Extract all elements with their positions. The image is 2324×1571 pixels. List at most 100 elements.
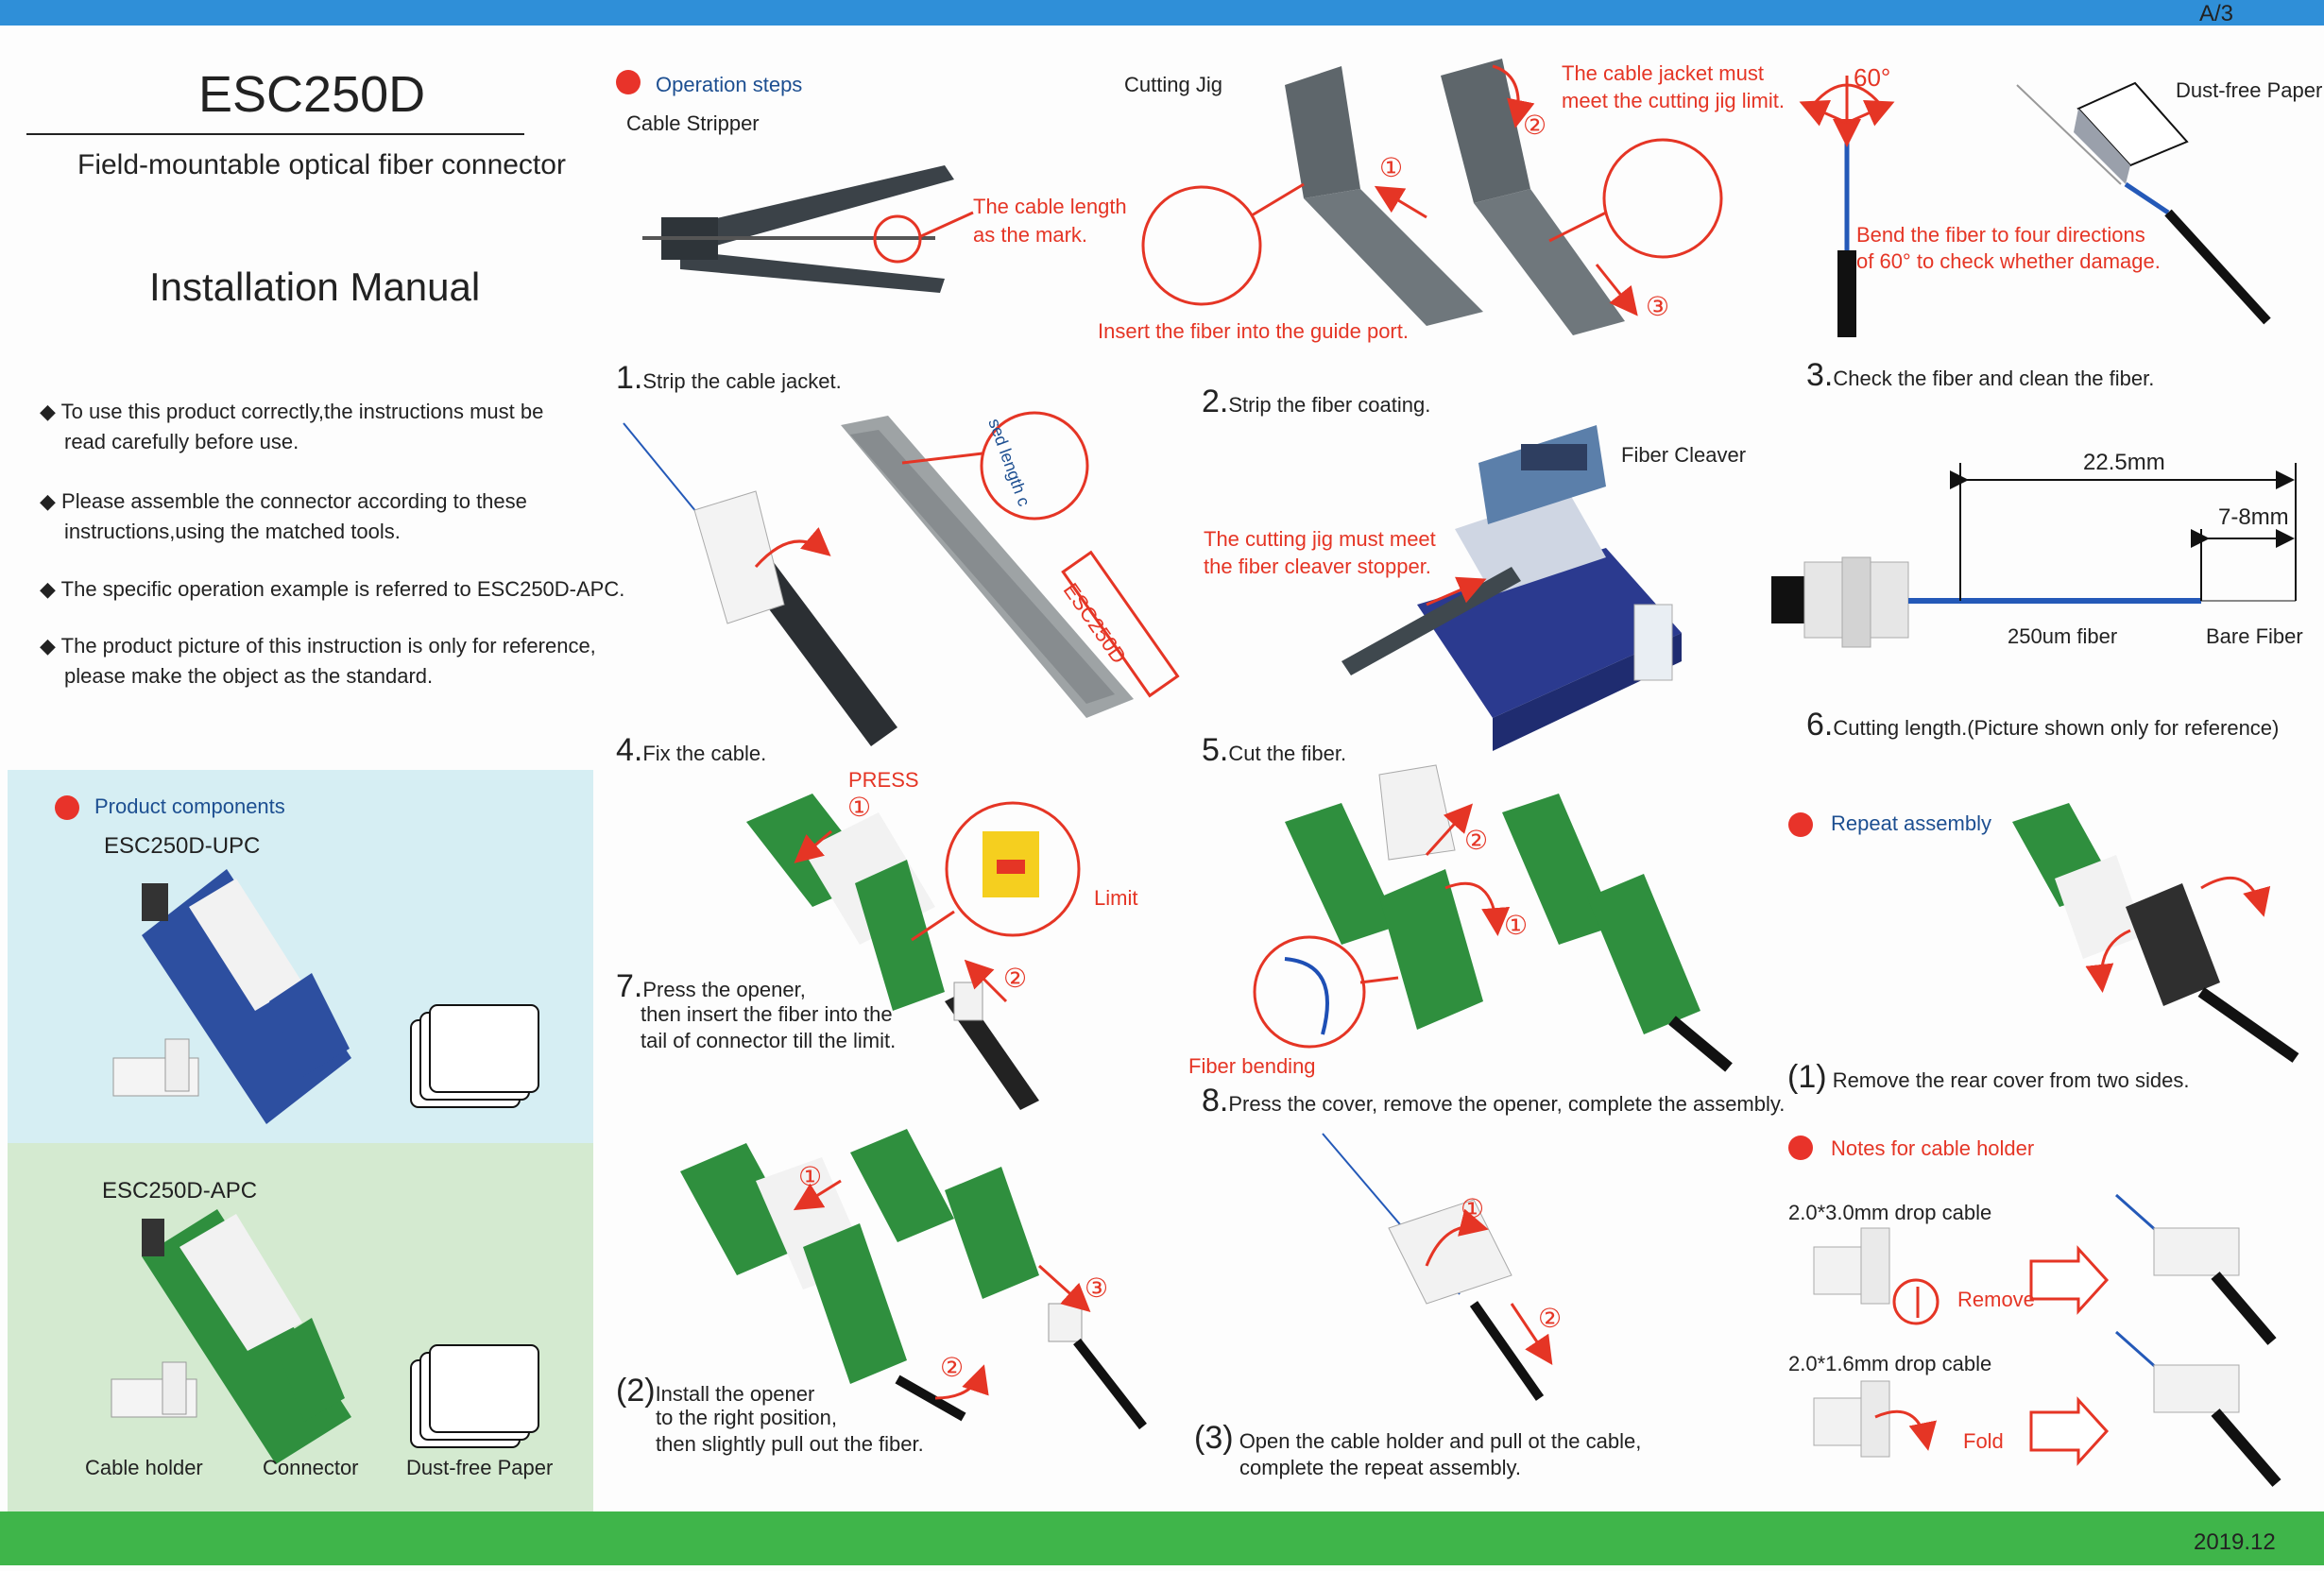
repeat-step-2-line3: then slightly pull out the fiber. bbox=[656, 1432, 924, 1456]
dust-paper-apc-icon bbox=[410, 1344, 539, 1448]
red-dot-icon bbox=[616, 70, 641, 94]
dust-paper-wipe-icon bbox=[2016, 81, 2271, 325]
fiber-bending-label: Fiber bending bbox=[1188, 1054, 1316, 1078]
repeat-step-2-line2: to the right position, bbox=[656, 1406, 838, 1429]
cable-length-note-2: as the mark. bbox=[973, 223, 1088, 247]
step-7-line2: then insert the fiber into the bbox=[641, 1002, 893, 1026]
bend-note-2: of 60° to check whether damage. bbox=[1856, 249, 2161, 273]
red-dot-icon bbox=[1788, 812, 1813, 837]
step-6: 6.Cutting length.(Picture shown only for… bbox=[1806, 707, 2280, 743]
step-5: 5.Cut the fiber. bbox=[1202, 732, 1347, 768]
drop-cable-1: 2.0*3.0mm drop cable bbox=[1788, 1201, 1992, 1224]
dust-paper-label: Dust-free Paper bbox=[406, 1456, 554, 1479]
bare-fiber-label: Bare Fiber bbox=[2206, 624, 2303, 648]
jacket-note: The cable jacket must bbox=[1562, 61, 1764, 85]
red-dot-icon bbox=[55, 795, 79, 820]
product-title: ESC250D bbox=[198, 66, 426, 123]
notes-heading: Notes for cable holder bbox=[1831, 1136, 2035, 1160]
cable-holder-apc-icon bbox=[111, 1361, 197, 1418]
holder-fold-icon bbox=[1813, 1330, 2281, 1487]
angle-label: 60° bbox=[1854, 63, 1891, 92]
repeat-step-3-line2: complete the repeat assembly. bbox=[1239, 1456, 1521, 1479]
length-7-8mm: 7-8mm bbox=[2218, 504, 2289, 530]
upc-label: ESC250D-UPC bbox=[104, 833, 261, 859]
bullet-1: ◆ To use this product correctly,the inst… bbox=[40, 400, 544, 423]
step-7: 7.Press the opener, bbox=[616, 968, 806, 1004]
bottom-band bbox=[0, 1511, 2324, 1565]
stripper-label: Cable Stripper bbox=[626, 111, 760, 135]
page-code: A/3 bbox=[2199, 1, 2234, 26]
cable-holder-label: Cable holder bbox=[85, 1456, 203, 1479]
opener-circle-3: ③ bbox=[1085, 1273, 1109, 1303]
holder-circle-1: ① bbox=[1461, 1194, 1485, 1223]
step-2: 2.Strip the fiber coating. bbox=[1202, 384, 1431, 419]
press-circle-1: ① bbox=[847, 793, 872, 822]
fiber-250-label: 250um fiber bbox=[2008, 624, 2118, 648]
repeat-step-1: (1) Remove the rear cover from two sides… bbox=[1787, 1059, 2190, 1095]
step-3: 3.Check the fiber and clean the fiber. bbox=[1806, 357, 2155, 393]
circle-3: ③ bbox=[1646, 292, 1670, 321]
red-dot-icon bbox=[1788, 1136, 1813, 1160]
bullet-3: ◆ The specific operation example is refe… bbox=[40, 577, 625, 601]
open-cable-holder-icon bbox=[1322, 1133, 1545, 1401]
product-subtitle: Field-mountable optical fiber connector bbox=[77, 149, 566, 180]
circle-1: ① bbox=[1379, 153, 1404, 182]
top-band bbox=[0, 0, 2324, 26]
components-heading: Product components bbox=[94, 794, 285, 818]
bullet-4-line2: please make the object as the standard. bbox=[64, 664, 434, 688]
cover-circle-2: ② bbox=[1464, 826, 1489, 855]
cutting-length-diagram bbox=[1771, 463, 2297, 648]
fix-cable-icon bbox=[623, 416, 1134, 746]
fold-label: Fold bbox=[1963, 1429, 2004, 1453]
circle-2: ② bbox=[1523, 111, 1547, 140]
holder-remove-icon bbox=[1813, 1193, 2277, 1345]
diamond-icon: ◆ bbox=[40, 489, 62, 513]
diamond-icon: ◆ bbox=[40, 634, 61, 657]
fiber-cleaver-icon bbox=[1341, 425, 1682, 751]
bullet-2-line2: instructions,using the matched tools. bbox=[64, 520, 401, 543]
repeat-step-3: (3) Open the cable holder and pull ot th… bbox=[1194, 1420, 1642, 1456]
cleaver-label: Fiber Cleaver bbox=[1621, 443, 1747, 467]
dust-free-label: Dust-free Paper bbox=[2176, 78, 2323, 102]
step-4: 4.Fix the cable. bbox=[616, 732, 767, 768]
fiber-bend-icon bbox=[1799, 76, 1895, 337]
opener-circle-2: ② bbox=[940, 1353, 965, 1382]
connector-label: Connector bbox=[263, 1456, 359, 1479]
cable-stripper-icon bbox=[642, 165, 954, 293]
print-date: 2019.12 bbox=[2194, 1529, 2276, 1555]
diamond-icon: ◆ bbox=[40, 577, 61, 601]
limit-label: Limit bbox=[1094, 886, 1138, 910]
bullet-1-line2: read carefully before use. bbox=[64, 430, 299, 453]
cable-length-note: The cable length bbox=[973, 195, 1127, 218]
press-cover-icon bbox=[1285, 764, 1733, 1072]
repeat-step-2: (2)Install the opener bbox=[616, 1373, 815, 1409]
step-7-line3: tail of connector till the limit. bbox=[641, 1029, 897, 1052]
cutting-jig-icon bbox=[1285, 59, 1625, 335]
diamond-icon: ◆ bbox=[40, 400, 61, 423]
insert-note: Insert the fiber into the guide port. bbox=[1098, 319, 1409, 343]
repeat-heading: Repeat assembly bbox=[1831, 811, 1991, 835]
dust-paper-upc-icon bbox=[410, 1004, 539, 1108]
remove-label: Remove bbox=[1957, 1288, 2035, 1311]
bullet-4: ◆ The product picture of this instructio… bbox=[40, 634, 596, 657]
apc-label: ESC250D-APC bbox=[102, 1178, 258, 1204]
upc-connector-icon bbox=[142, 869, 351, 1124]
cable-holder-upc-icon bbox=[112, 1038, 199, 1097]
remove-rear-cover-icon bbox=[2012, 803, 2299, 1063]
jig-label: Cutting Jig bbox=[1124, 73, 1222, 96]
jacket-note-2: meet the cutting jig limit. bbox=[1562, 89, 1785, 112]
cleaver-note-2: the fiber cleaver stopper. bbox=[1204, 555, 1431, 578]
insert-circle-2: ② bbox=[1003, 964, 1028, 993]
holder-circle-2: ② bbox=[1538, 1304, 1563, 1333]
bend-note: Bend the fiber to four directions bbox=[1856, 223, 2145, 247]
operation-heading: Operation steps bbox=[656, 73, 803, 96]
apc-connector-icon bbox=[142, 1209, 351, 1464]
install-opener-icon bbox=[680, 1129, 1147, 1430]
bullet-2: ◆ Please assemble the connector accordin… bbox=[40, 489, 527, 513]
opener-circle-1: ① bbox=[798, 1162, 823, 1191]
length-22mm: 22.5mm bbox=[2083, 450, 2165, 475]
cleaver-note: The cutting jig must meet bbox=[1204, 527, 1436, 551]
manual-title: Installation Manual bbox=[149, 265, 481, 309]
